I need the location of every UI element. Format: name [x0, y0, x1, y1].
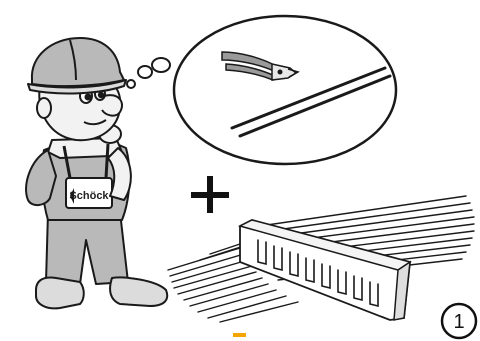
thought-dot-medium — [138, 66, 152, 78]
thought-bubble — [127, 16, 396, 164]
accent-mark — [233, 333, 246, 337]
thought-bubble-circle — [174, 16, 396, 164]
plus-sign — [191, 176, 229, 213]
step-badge: 1 — [442, 304, 476, 338]
worker-legs — [46, 212, 128, 284]
thought-dot-small — [127, 80, 135, 88]
worker-shoe-left — [36, 278, 84, 309]
brand-label: Schöck — [69, 190, 109, 202]
reinforcement-module — [168, 196, 474, 322]
thought-dot-large — [152, 58, 170, 72]
worker-hard-hat — [32, 38, 124, 86]
worker-shoe-right — [110, 278, 167, 307]
step-number: 1 — [453, 311, 464, 333]
